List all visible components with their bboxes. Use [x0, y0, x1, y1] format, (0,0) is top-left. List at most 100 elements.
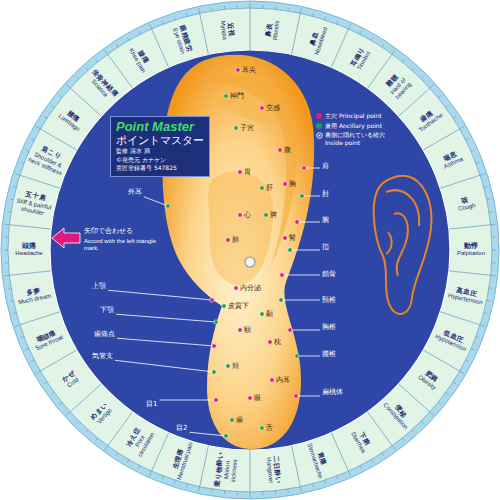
rim-cell-content: 咽頭痛Sore throat [27, 325, 69, 354]
label-anchor: 耳尖 [242, 66, 256, 74]
rim-cell-content: 二日酔いHangover [264, 449, 282, 490]
cell-divider [423, 129, 459, 150]
rim-cell-content: 咳Cough [445, 193, 487, 215]
rim-cell: 鼻血Nosebleed [291, 14, 345, 66]
rim-tick [105, 446, 108, 450]
rim-cell: 近視Myopia [203, 8, 251, 52]
rim-tick [275, 6, 276, 9]
rim-tick [66, 84, 70, 88]
acupoint-dot [260, 106, 264, 110]
acupoint-label: 目1 [146, 400, 157, 408]
rim-tick [15, 325, 20, 327]
acupoint-dot [260, 426, 264, 430]
acupoint-label: 胃 [244, 168, 251, 176]
cell-divider [40, 350, 76, 371]
cell-divider [108, 54, 133, 88]
rim-tick [8, 287, 11, 289]
acupoint-label: 交感 [266, 104, 280, 112]
rim-tick [480, 325, 485, 327]
label-anchor: 目1 [146, 400, 157, 408]
alignment-note: 矢印で合わせる [84, 228, 133, 235]
rim-tick [66, 412, 70, 416]
rim-cell: 眼精疲労Eye strain [155, 14, 209, 66]
cell-divider [368, 412, 393, 446]
acupoint-dot [264, 213, 268, 217]
rim-tick [489, 211, 492, 213]
rim-tick [460, 371, 465, 374]
leader-line [144, 197, 168, 206]
label-anchor: 胸 [289, 180, 296, 188]
rim-tick [13, 312, 16, 314]
rim-cell: 低血圧Hypotension [425, 312, 479, 368]
rim-tick [392, 50, 395, 54]
rim-tick [21, 162, 24, 163]
title-panel: Point Masterポイントマスター監修 清水 満©発売元 カナケン意匠登録… [110, 116, 210, 177]
label-anchor: 歯 [236, 416, 243, 424]
acupoint-label: 肝 [266, 184, 273, 192]
rim-cell: 耳鳴りTinnitus [331, 30, 389, 87]
cell-divider [250, 8, 251, 50]
acupoint-label: 肺 [232, 236, 239, 244]
acupoint-dot [230, 418, 234, 422]
label-anchor: Accord with the left triangle mark. [84, 238, 158, 252]
rim-tick [438, 402, 441, 404]
leader-line [282, 275, 320, 276]
rim-tick [484, 186, 487, 188]
leader-line [302, 196, 320, 197]
rim-tick [44, 382, 47, 384]
rim-tick [5, 250, 9, 251]
acupoint-dot [212, 344, 216, 348]
leader-line [297, 356, 320, 357]
label-anchor: 歯痛点 [94, 330, 115, 338]
acupoint-dot [248, 396, 252, 400]
pivot-rivet [245, 257, 255, 267]
label-anchor: 頸椎 [322, 296, 336, 304]
rim-tick [127, 460, 129, 463]
rim-cell: 肩こりShoulder & neck stiffness [21, 132, 75, 188]
rim-tick [86, 430, 88, 433]
rim-tick [96, 438, 98, 441]
rim-tick [31, 139, 34, 141]
rim-cell-content: 鼻炎Rhinitis [264, 10, 282, 51]
rim-tick [371, 460, 373, 463]
cell-divider [292, 13, 301, 54]
label-anchor: 胃 [244, 168, 251, 176]
acupoint-label: 内分泌 [240, 284, 261, 292]
rim-tick [360, 466, 362, 469]
rim-cell-content: 動悸Palpitation [451, 243, 491, 257]
acupoint-dot [222, 304, 226, 308]
rim-cell: 動悸Palpitation [451, 228, 491, 272]
legend-row: 兼用 Ancillary point [316, 122, 394, 130]
rim-tick [446, 392, 449, 394]
acupoint-dot [280, 273, 284, 277]
leader-line [296, 396, 320, 397]
rim-tick [36, 371, 41, 374]
acupoint-dot [288, 248, 292, 252]
rim-tick [392, 446, 395, 450]
acupoint-dot [238, 213, 242, 217]
symptom-english: Stiff & painful shoulder [12, 197, 54, 219]
rim-cell-content: 肥満Obesity [408, 362, 449, 397]
rim-tick [21, 337, 24, 338]
rim-cell: 咽頭痛Sore throat [21, 312, 75, 368]
symptom-japanese: 頭痛 [9, 243, 49, 250]
acupoint-label: 肩 [322, 162, 329, 170]
leader-line [281, 300, 320, 301]
acupoint-label: 枕 [274, 338, 281, 346]
rim-tick [8, 211, 11, 213]
cell-divider [152, 433, 169, 471]
inner-disc [50, 50, 450, 450]
cell-divider [440, 175, 480, 188]
cell-divider [399, 384, 430, 412]
rim-tick [105, 50, 108, 54]
rim-tick [26, 150, 29, 151]
acupoint-dot [226, 364, 230, 368]
rim-cell: 腰痛Lumbago [42, 91, 100, 150]
rim-tick [149, 471, 151, 476]
rim-tick [287, 8, 289, 11]
rim-tick [476, 337, 479, 338]
rim-tick [76, 76, 78, 78]
cell-divider [449, 271, 491, 275]
